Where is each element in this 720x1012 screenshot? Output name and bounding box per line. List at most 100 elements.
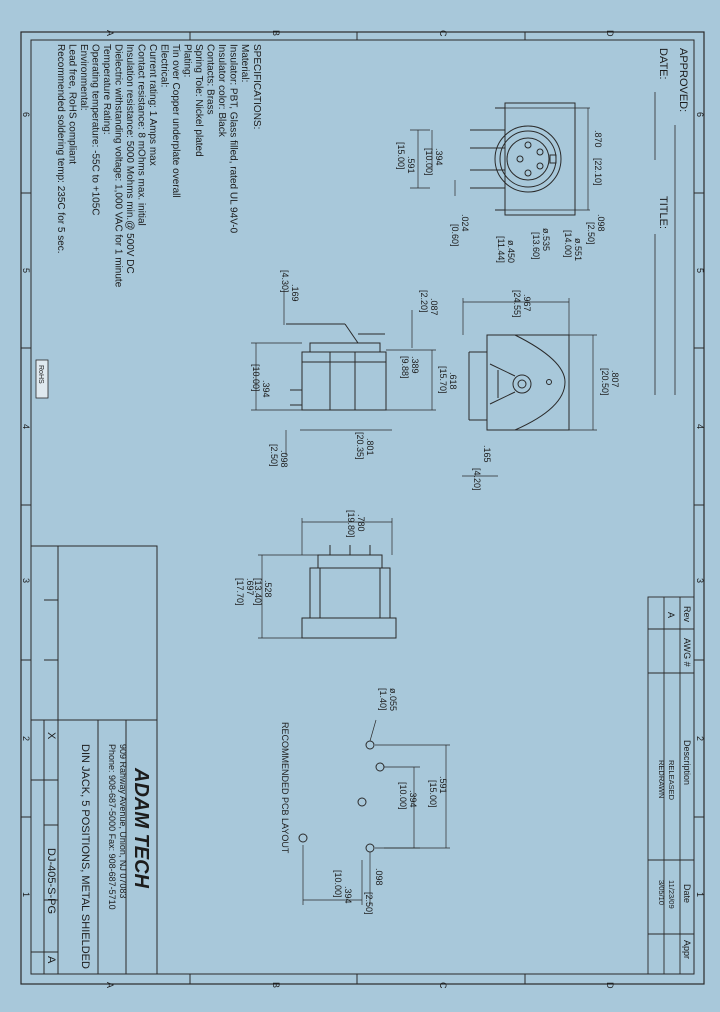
dim-front-d: .098 <box>596 214 606 232</box>
revision-table-text: Rev AWG # Description Date Appr A RELEAS… <box>657 606 692 959</box>
dim-pcb-394a: .394 <box>408 790 418 808</box>
dim-top-967-mm: [24.55] <box>512 290 522 318</box>
approval-block: APPROVED: DATE: TITLE: <box>654 48 689 395</box>
dim-pcb-394b-mm: [10.00] <box>333 870 343 898</box>
zone-number-left-1: 1 <box>21 892 31 897</box>
dim-side-169-mm: [4.30] <box>280 270 290 293</box>
dim-side-801: .801 <box>365 438 375 456</box>
part-number: DJ-405-S-PG <box>45 848 57 914</box>
dim-front-c: .024 <box>460 214 470 232</box>
rohs-label: RoHS <box>37 365 44 384</box>
dim-front-b-mm: [15.00] <box>396 142 406 170</box>
dim-side-098: .098 <box>279 450 289 468</box>
company-address: 909 Rahway Avenue, Union, NJ 07083 <box>118 744 128 898</box>
zone-number-left-4: 4 <box>21 424 31 429</box>
zone-number-left-2: 2 <box>21 736 31 741</box>
spec-line: Material: <box>239 44 250 82</box>
title-block-rev: A <box>45 956 57 964</box>
spec-line: Spring Tole: Nickel plated <box>193 44 204 157</box>
spec-line: Tin over Copper underplate overall <box>170 44 181 198</box>
spec-line: Environmental: <box>78 44 89 111</box>
spec-line: Current rating: 1 Amps max <box>147 44 158 166</box>
dim-side-169: .169 <box>290 284 300 302</box>
spec-line: Contacts: Brass <box>205 44 216 115</box>
dim-front-c-mm: [0.60] <box>450 224 460 247</box>
spec-line: Dielectric withstanding voltage: 1,000 V… <box>113 44 124 288</box>
zone-number-left-3: 3 <box>21 578 31 583</box>
date-row-1: 11/23/09 <box>667 880 676 909</box>
spec-line: Operating temperature: -55C to +105C <box>90 44 101 215</box>
dim-side-389-mm: [9.88] <box>400 356 410 379</box>
top-view-dims <box>462 298 597 477</box>
spec-lines: Material:Insulator: PBT, Glass filled, r… <box>55 44 250 288</box>
company-phone: Phone: 908-687-5000 Fax: 908-687-5710 <box>107 744 117 910</box>
zone-letter-top-b: B <box>271 30 281 36</box>
dim-dia-535-mm: [13.60] <box>531 232 541 260</box>
zone-letter-bottom-c: C <box>438 982 448 989</box>
zone-letter-bottom-d: D <box>605 982 615 989</box>
dim-pcb-055: ø.055 <box>388 688 398 711</box>
side-view-dims <box>251 290 436 455</box>
dim-side-087-mm: [2.20] <box>419 290 429 313</box>
dim-front-a-mm: [10.00] <box>424 148 434 176</box>
zone-letters: A B C D A B C D <box>105 30 615 989</box>
inner-border <box>30 39 695 975</box>
zone-letter-bottom-a: A <box>105 982 115 988</box>
side-view-labels: .169 [4.30] .087 [2.20] .394 [10.00] .38… <box>251 270 458 468</box>
dim-pcb-591-mm: [15.00] <box>428 780 438 808</box>
dim-end-528-mm: [13.40] <box>253 578 263 606</box>
dim-side-801-mm: [20.35] <box>355 432 365 460</box>
pcb-layout-label: RECOMMENDED PCB LAYOUT <box>280 722 290 854</box>
end-view <box>301 545 397 639</box>
dim-pcb-055-mm: [1.40] <box>378 688 388 711</box>
dim-top-165: .165 <box>482 445 492 463</box>
spec-heading: SPECIFICATIONS: <box>251 44 262 129</box>
zone-letter-top-a: A <box>105 30 115 36</box>
zone-number-left-6: 6 <box>21 112 31 117</box>
dim-side-389: .389 <box>410 356 420 374</box>
dim-dia-450-mm: [11.44] <box>496 236 506 263</box>
zone-numbers: 6 5 4 3 2 1 6 5 4 3 2 1 <box>21 112 705 897</box>
top-view <box>468 334 570 431</box>
front-view <box>470 102 576 216</box>
front-view-labels: .870 [22.10] .394 [10.00] .591 [15.00] .… <box>396 130 606 263</box>
title-label: TITLE: <box>657 196 669 229</box>
dim-end-780-mm: [19.80] <box>346 510 356 538</box>
description-header: Description <box>682 740 692 785</box>
spec-line: Recommended soldering temp: 235C for 5 s… <box>55 44 66 254</box>
pcb-layout-labels: ø.055 [1.40] .591 [15.00] .394 [10.00] .… <box>280 688 448 915</box>
spec-line: Lead free, RoHS compliant <box>67 44 78 164</box>
dim-top-807-mm: [20.50] <box>600 368 610 396</box>
zone-number-right-3: 3 <box>695 578 705 583</box>
dim-end-780: .780 <box>356 514 366 532</box>
dim-dia-535: ø.535 <box>541 228 551 251</box>
zone-letter-top-d: D <box>605 30 615 37</box>
side-view <box>286 323 387 411</box>
description-row-1: RELEASED <box>667 760 676 801</box>
pcb-layout-dims <box>302 719 450 905</box>
dim-side-098-mm: [2.50] <box>269 444 279 467</box>
dim-dia-551: ø.551 <box>573 238 583 261</box>
end-view-dims <box>258 518 393 639</box>
dim-top-165-mm: [4.20] <box>472 468 482 491</box>
dim-end-697: .697 <box>245 578 255 596</box>
rohs-badge <box>35 359 49 399</box>
spec-line: Contact resistance: 8 mOhms max. initial <box>136 44 147 226</box>
dim-pcb-394b: .394 <box>343 886 353 904</box>
spec-line: Plating: <box>182 44 193 77</box>
dim-dia-450: ø.450 <box>506 240 516 263</box>
dim-side-394: .394 <box>261 380 271 398</box>
title-block <box>30 545 158 975</box>
dim-front-b: .591 <box>406 156 416 174</box>
dim-front-d-mm: [2.50] <box>586 222 596 245</box>
revision-table <box>647 596 695 975</box>
spec-line: Insulator: PBT, Glass filled, rated UL 9… <box>228 44 239 234</box>
dim-pcb-098-mm: [2.50] <box>364 892 374 915</box>
dim-front-overall-mm: [22.10] <box>593 158 603 186</box>
dim-pcb-394a-mm: [10.00] <box>398 782 408 810</box>
dim-side-618-mm: [15.70] <box>438 366 448 394</box>
date-label: DATE: <box>657 48 669 80</box>
outer-border <box>20 31 705 985</box>
dim-top-807: .807 <box>610 370 620 388</box>
dim-pcb-098: .098 <box>374 868 384 886</box>
